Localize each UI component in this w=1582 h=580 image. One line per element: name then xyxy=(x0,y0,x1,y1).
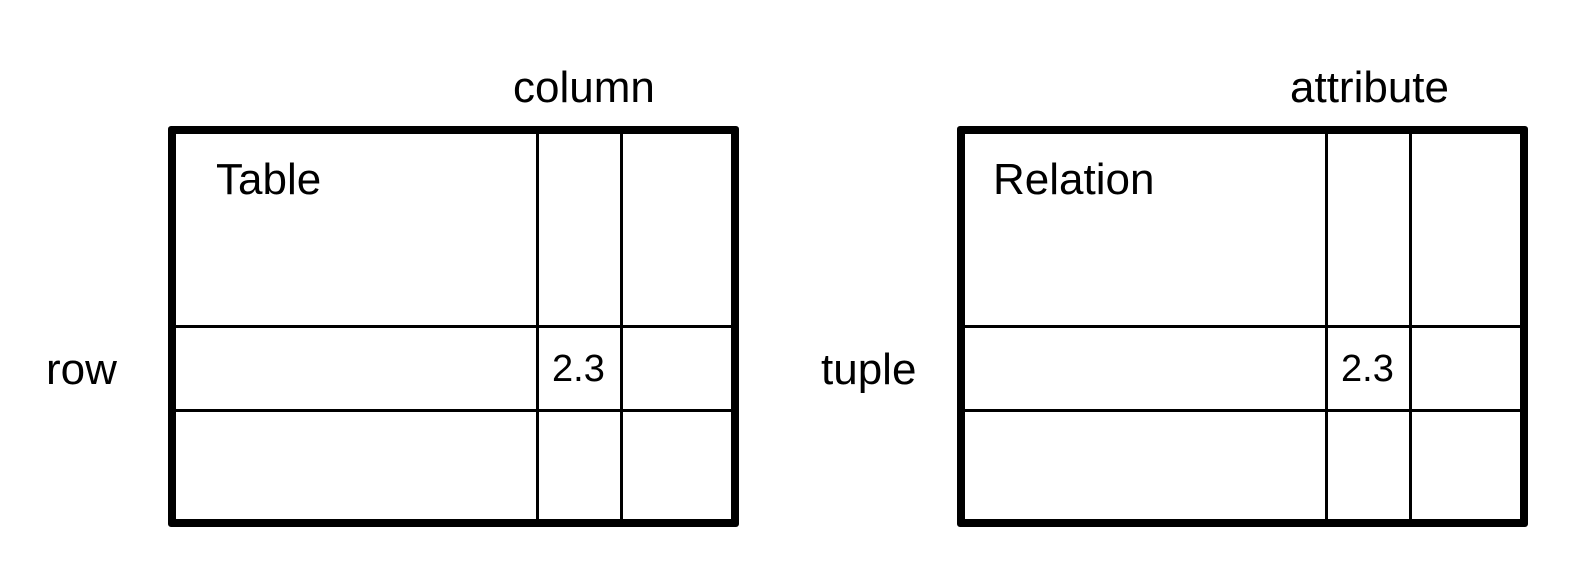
attribute-label: attribute xyxy=(1290,63,1449,112)
relation-cell-value: 2.3 xyxy=(1341,348,1394,390)
column-label: column xyxy=(513,63,655,112)
relation-row-divider xyxy=(961,409,1523,412)
table-cell-value: 2.3 xyxy=(552,348,605,390)
table-row-divider xyxy=(172,409,734,412)
table-row-divider xyxy=(172,325,734,328)
table-title: Table xyxy=(216,155,322,204)
row-label: row xyxy=(46,345,117,394)
relation-title: Relation xyxy=(993,155,1155,204)
tuple-label: tuple xyxy=(821,345,917,394)
relation-row-divider xyxy=(961,325,1523,328)
